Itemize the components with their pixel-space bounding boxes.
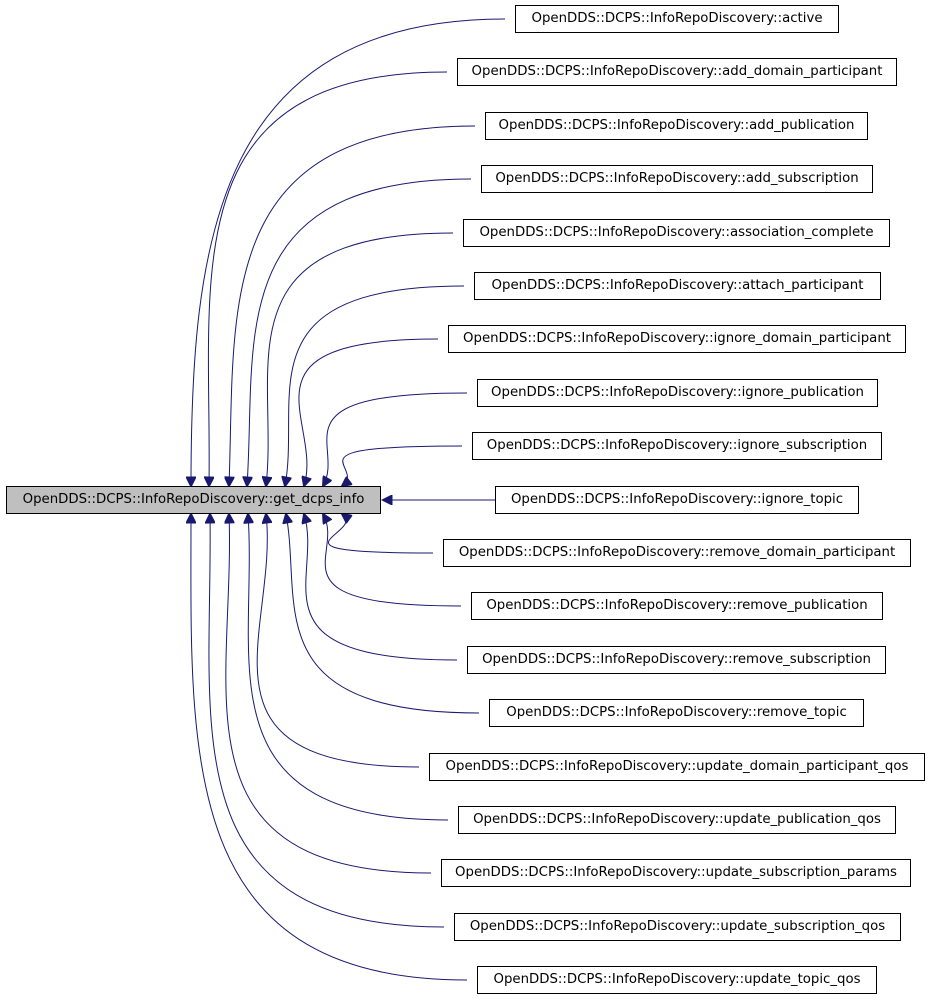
edge-association-complete bbox=[266, 232, 454, 486]
edge-remove-publication bbox=[323, 514, 462, 607]
edge-ignore-subscription bbox=[342, 445, 463, 486]
edge-add-domain-participant bbox=[208, 71, 448, 486]
node-add-publication[interactable]: OpenDDS::DCPS::InfoRepoDiscovery::add_pu… bbox=[485, 112, 868, 140]
edge-add-publication bbox=[229, 125, 476, 486]
node-ignore-domain-participant[interactable]: OpenDDS::DCPS::InfoRepoDiscovery::ignore… bbox=[448, 325, 906, 353]
node-add-subscription[interactable]: OpenDDS::DCPS::InfoRepoDiscovery::add_su… bbox=[481, 165, 873, 193]
node-ignore-subscription[interactable]: OpenDDS::DCPS::InfoRepoDiscovery::ignore… bbox=[472, 432, 882, 460]
node-attach-participant[interactable]: OpenDDS::DCPS::InfoRepoDiscovery::attach… bbox=[474, 272, 881, 300]
edge-remove-subscription bbox=[304, 514, 458, 661]
node-update-subscription-params[interactable]: OpenDDS::DCPS::InfoRepoDiscovery::update… bbox=[441, 859, 911, 887]
node-update-topic-qos[interactable]: OpenDDS::DCPS::InfoRepoDiscovery::update… bbox=[477, 966, 877, 994]
node-ignore-topic[interactable]: OpenDDS::DCPS::InfoRepoDiscovery::ignore… bbox=[495, 486, 859, 514]
node-remove-publication[interactable]: OpenDDS::DCPS::InfoRepoDiscovery::remove… bbox=[471, 592, 883, 620]
node-active[interactable]: OpenDDS::DCPS::InfoRepoDiscovery::active bbox=[515, 5, 839, 33]
edge-update-domain-participant-qos bbox=[256, 514, 420, 768]
node-remove-subscription[interactable]: OpenDDS::DCPS::InfoRepoDiscovery::remove… bbox=[467, 646, 886, 674]
edge-add-subscription bbox=[247, 178, 472, 486]
edge-ignore-domain-participant bbox=[298, 338, 439, 486]
edge-update-subscription-qos bbox=[209, 514, 445, 928]
node-update-domain-participant-qos[interactable]: OpenDDS::DCPS::InfoRepoDiscovery::update… bbox=[429, 753, 925, 781]
edge-attach-participant bbox=[285, 285, 465, 486]
node-remove-domain-participant[interactable]: OpenDDS::DCPS::InfoRepoDiscovery::remove… bbox=[443, 539, 911, 567]
edge-update-publication-qos bbox=[248, 514, 449, 821]
edge-update-topic-qos bbox=[191, 514, 468, 981]
edge-remove-domain-participant bbox=[328, 514, 434, 554]
node-ignore-publication[interactable]: OpenDDS::DCPS::InfoRepoDiscovery::ignore… bbox=[477, 379, 878, 407]
node-add-domain-participant[interactable]: OpenDDS::DCPS::InfoRepoDiscovery::add_do… bbox=[457, 58, 897, 86]
edge-remove-topic bbox=[286, 514, 480, 714]
node-get-dcps-info: OpenDDS::DCPS::InfoRepoDiscovery::get_dc… bbox=[6, 486, 381, 514]
edge-active bbox=[191, 18, 506, 486]
node-update-publication-qos[interactable]: OpenDDS::DCPS::InfoRepoDiscovery::update… bbox=[458, 806, 896, 834]
edge-ignore-publication bbox=[323, 392, 468, 486]
edge-update-subscription-params bbox=[226, 514, 432, 874]
node-remove-topic[interactable]: OpenDDS::DCPS::InfoRepoDiscovery::remove… bbox=[489, 699, 864, 727]
node-association-complete[interactable]: OpenDDS::DCPS::InfoRepoDiscovery::associ… bbox=[463, 219, 890, 247]
node-update-subscription-qos[interactable]: OpenDDS::DCPS::InfoRepoDiscovery::update… bbox=[454, 913, 901, 941]
